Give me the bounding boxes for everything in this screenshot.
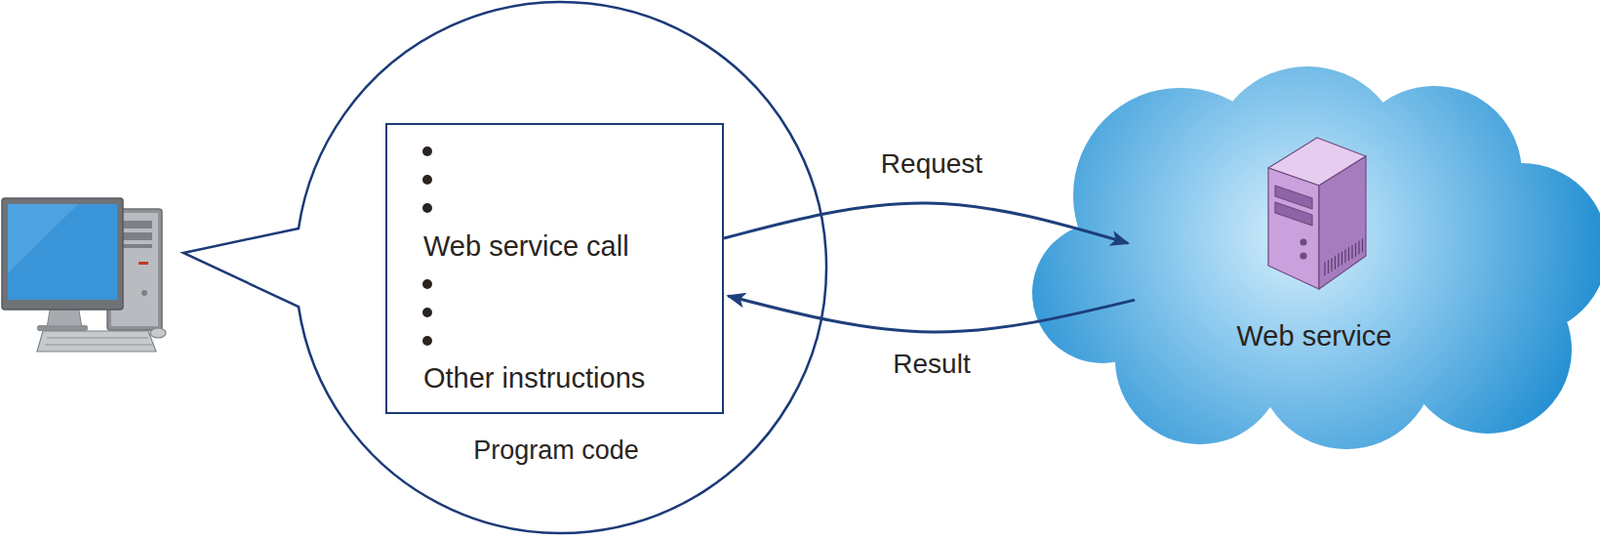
cloud-shape: [1036, 66, 1600, 449]
service-label: Web service: [1236, 320, 1392, 353]
computer-illustration: [1, 198, 166, 352]
edge-label: Request: [877, 148, 987, 180]
speech-bubble: [183, 1, 827, 533]
edge-label: Result: [888, 348, 974, 380]
arrow-connector: [723, 202, 1128, 243]
arrow-connector: [727, 295, 1135, 332]
box-heading: Program code: [473, 435, 640, 466]
server-icon: [1268, 137, 1366, 289]
code-line: Other instructions: [423, 361, 645, 395]
code-box: Web service callOther instructionsProgra…: [385, 122, 724, 414]
code-line: Web service call: [423, 230, 630, 263]
cloud-node: Web service: [1036, 66, 1600, 449]
